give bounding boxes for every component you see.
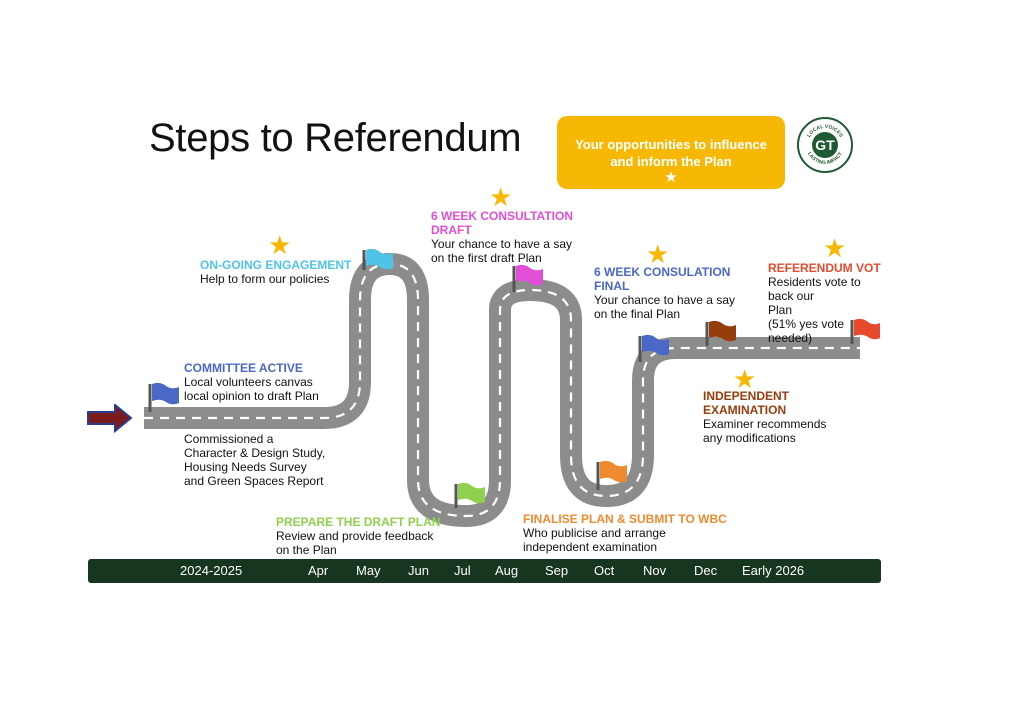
step-line: Local volunteers canvas — [184, 375, 313, 389]
step-line: Your chance to have a say — [431, 237, 572, 251]
timeline-label: Sep — [545, 563, 569, 578]
star-icon: ★ — [489, 182, 513, 212]
star-icon: ★ — [823, 233, 847, 263]
start-arrow-icon — [87, 404, 133, 434]
step-heading: REFERENDUM VOTE — [768, 261, 881, 275]
star-icon: ★ — [268, 230, 292, 260]
step-line: and Green Spaces Report — [184, 474, 324, 488]
step-heading: 6 WEEK CONSULATION FINAL — [594, 265, 731, 293]
step-committee: COMMITTEE ACTIVE Local volunteers canvas… — [184, 361, 319, 403]
opportunity-text: Your opportunities to influence and info… — [575, 137, 767, 169]
step-line: local opinion to draft Plan — [184, 389, 319, 403]
logo-emblem-icon: LOCAL VOICES LASTING IMPACT GT — [806, 124, 844, 166]
svg-text:GT: GT — [815, 137, 835, 153]
flag-finalise — [596, 460, 627, 490]
step-line: Housing Needs Survey — [184, 460, 307, 474]
step-heading: COMMITTEE ACTIVE — [184, 361, 303, 375]
timeline-label: Oct — [594, 563, 615, 578]
timeline-label: Jul — [454, 563, 471, 578]
timeline-label: Jun — [408, 563, 429, 578]
step-line: on the first draft Plan — [431, 251, 542, 265]
step-consultation-draft: 6 WEEK CONSULTATION DRAFT Your chance to… — [431, 209, 591, 265]
timeline-label: Early 2026 — [742, 563, 805, 578]
step-consultation-final: 6 WEEK CONSULATION FINAL Your chance to … — [594, 265, 754, 321]
step-engagement: ON-GOING ENGAGEMENT Help to form our pol… — [200, 258, 351, 286]
step-line: on the Plan — [276, 543, 337, 557]
page-title: Steps to Referendum — [149, 116, 522, 160]
step-line: Commissioned a — [184, 432, 274, 446]
flag-committee — [148, 382, 179, 412]
step-line: any modifications — [703, 431, 796, 445]
flag-engagement — [362, 248, 393, 270]
step-heading: 6 WEEK CONSULTATION DRAFT — [431, 209, 573, 237]
timeline-label: Apr — [308, 563, 329, 578]
timeline-label: Nov — [643, 563, 667, 578]
step-line: on the final Plan — [594, 307, 681, 321]
step-heading: INDEPENDENT EXAMINATION — [703, 389, 790, 417]
timeline-label: Aug — [495, 563, 519, 578]
star-icon: ★ — [646, 239, 670, 269]
step-line: Examiner recommends — [703, 417, 827, 431]
flag-referendum — [850, 318, 880, 344]
step-draft-plan: PREPARE THE DRAFT PLAN Review and provid… — [276, 515, 440, 557]
step-line: Who publicise and arrange — [523, 526, 666, 540]
step-examination: INDEPENDENT EXAMINATION Examiner recomme… — [703, 389, 827, 445]
star-icon: ★ — [664, 169, 678, 186]
step-line: Plan — [768, 303, 793, 317]
step-referendum: REFERENDUM VOTE Residents vote to back o… — [768, 261, 881, 345]
step-line: Help to form our policies — [200, 272, 330, 286]
timeline-label: Dec — [694, 563, 718, 578]
step-line: (51% yes vote — [768, 317, 845, 331]
step-heading: FINALISE PLAN & SUBMIT TO WBC — [523, 512, 727, 526]
step-heading: ON-GOING ENGAGEMENT — [200, 258, 352, 272]
flag-consultation-draft — [512, 264, 543, 292]
step-line: back our — [768, 289, 815, 303]
step-line: needed) — [768, 331, 813, 345]
timeline-label: 2024-2025 — [180, 563, 243, 578]
flag-examination — [705, 320, 736, 346]
step-line: independent examination — [523, 540, 658, 554]
timeline-bar: 2024-2025 Apr May Jun Jul Aug Sep Oct No… — [88, 559, 881, 583]
step-line: Review and provide feedback — [276, 529, 434, 543]
step-heading: PREPARE THE DRAFT PLAN — [276, 515, 441, 529]
step-line: Character & Design Study, — [184, 446, 326, 460]
timeline-label: May — [356, 563, 381, 578]
step-line: Residents vote to — [768, 275, 861, 289]
star-icon: ★ — [733, 364, 757, 394]
flag-draft-plan — [454, 482, 485, 508]
logo: LOCAL VOICES LASTING IMPACT GT — [797, 117, 853, 173]
flag-consultation-final — [638, 334, 669, 362]
step-finalise: FINALISE PLAN & SUBMIT TO WBC Who public… — [523, 512, 727, 554]
step-line: Your chance to have a say — [594, 293, 735, 307]
road — [144, 253, 860, 527]
opportunity-box: Your opportunities to influence and info… — [557, 116, 785, 189]
step-committee-extra: Commissioned a Character & Design Study,… — [184, 432, 325, 488]
